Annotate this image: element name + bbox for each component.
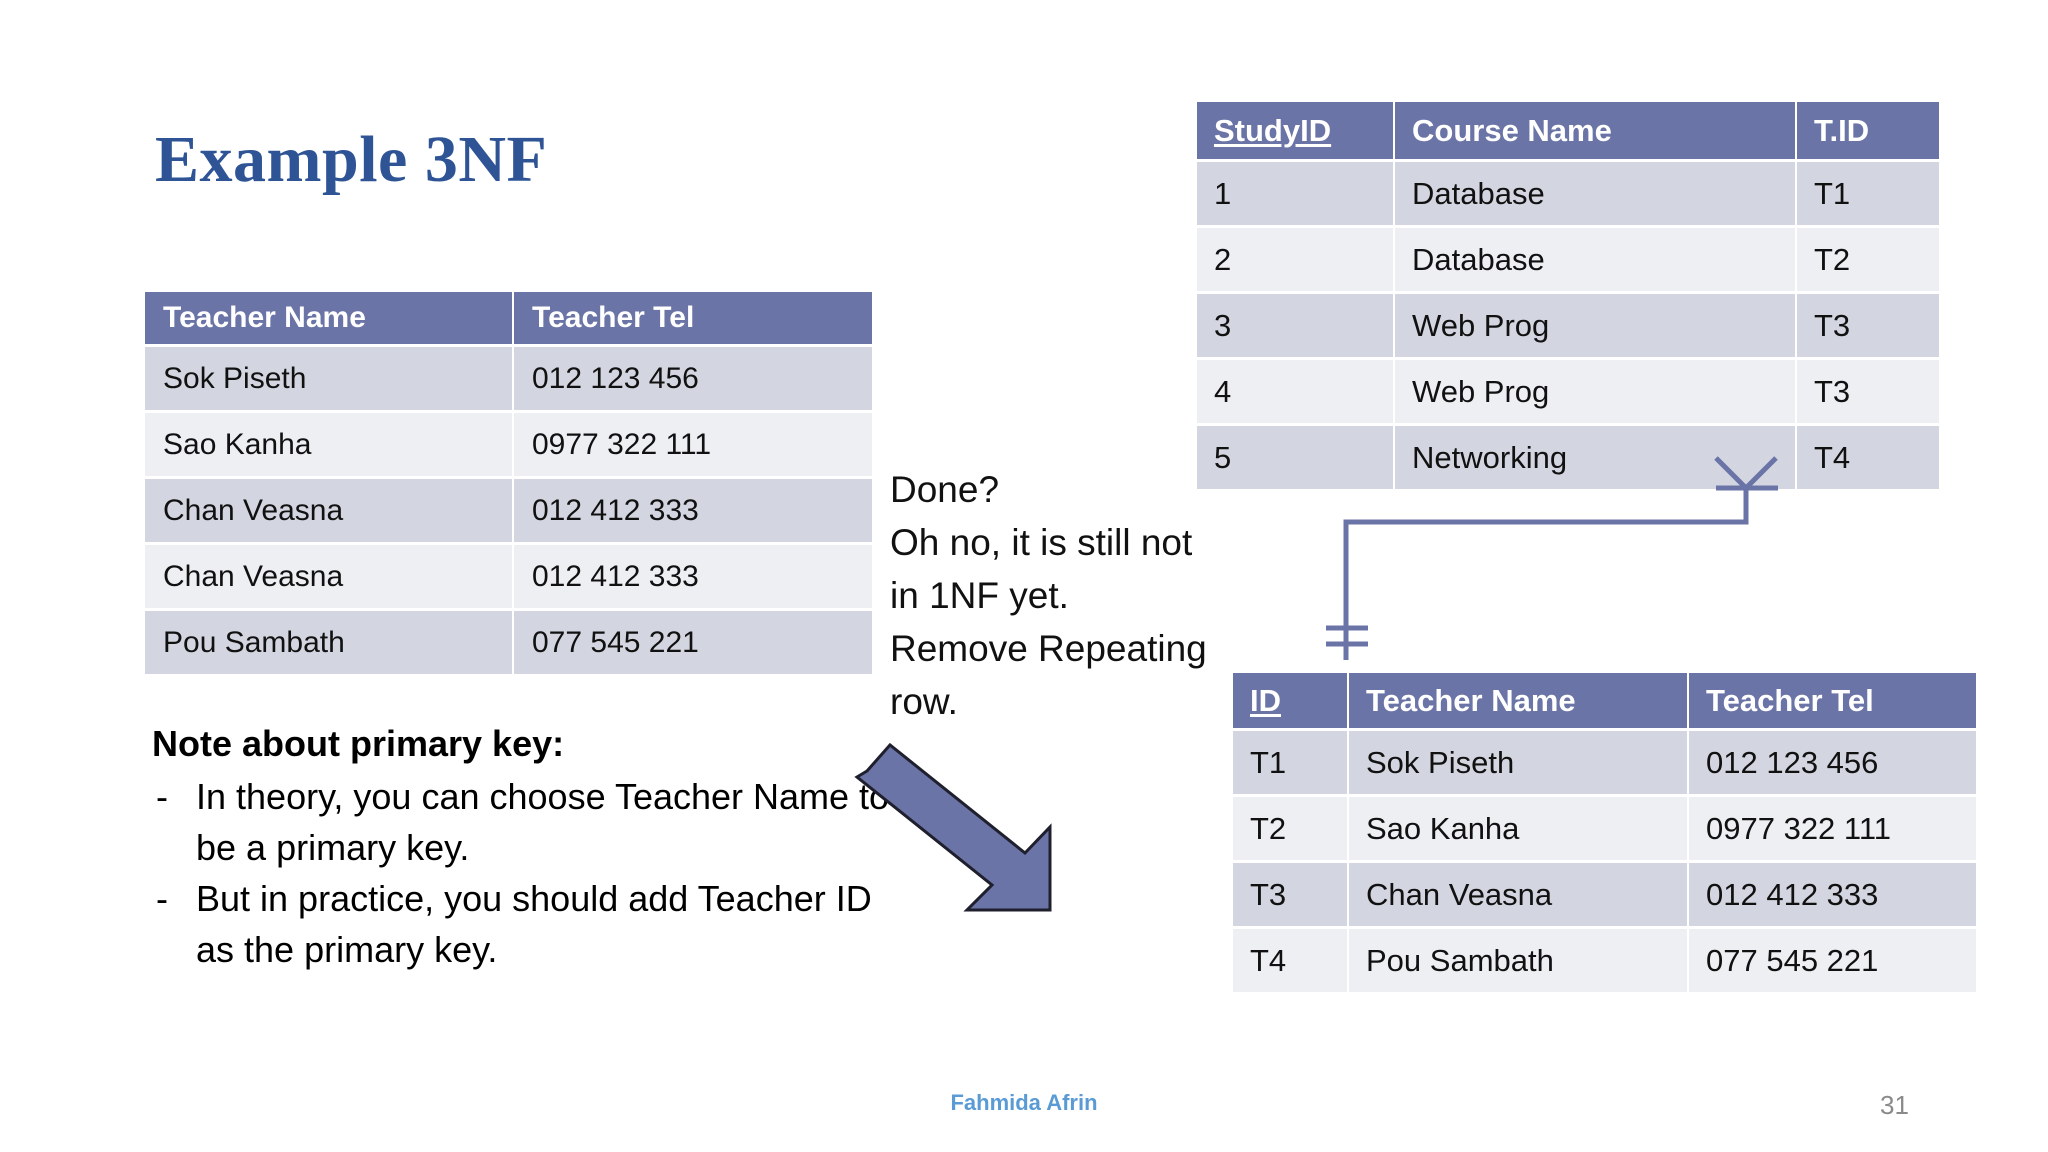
cell-course-name: Database bbox=[1394, 160, 1797, 228]
cell-teacher-name: Chan Veasna bbox=[1348, 861, 1689, 929]
cell-studyid: 3 bbox=[1197, 292, 1395, 360]
cell-course-name: Web Prog bbox=[1394, 358, 1797, 426]
column-header-course-name: Course Name bbox=[1394, 102, 1797, 162]
column-header-teacher-tel: Teacher Tel bbox=[513, 292, 872, 347]
primary-key-note: Note about primary key: - In theory, you… bbox=[152, 718, 912, 975]
table-header-row: ID Teacher Name Teacher Tel bbox=[1233, 673, 1976, 731]
table-row: 4 Web Prog T3 bbox=[1197, 358, 1939, 426]
cell-teacher-name: Sao Kanha bbox=[1348, 795, 1689, 863]
table-header-row: StudyID Course Name T.ID bbox=[1197, 102, 1939, 162]
cell-id: T4 bbox=[1233, 927, 1349, 995]
note-list: - In theory, you can choose Teacher Name… bbox=[152, 771, 912, 975]
study-table: StudyID Course Name T.ID 1 Database T1 2… bbox=[1197, 102, 1939, 492]
cell-studyid: 4 bbox=[1197, 358, 1395, 426]
list-item: - But in practice, you should add Teache… bbox=[152, 873, 912, 975]
table-row: T4 Pou Sambath 077 545 221 bbox=[1233, 927, 1976, 995]
cell-teacher-tel: 012 412 333 bbox=[1688, 861, 1976, 929]
table-row: Chan Veasna 012 412 333 bbox=[145, 543, 872, 611]
cell-id: T2 bbox=[1233, 795, 1349, 863]
down-right-arrow-icon bbox=[854, 742, 1052, 912]
table-row: Pou Sambath 077 545 221 bbox=[145, 609, 872, 677]
primary-key-label: StudyID bbox=[1214, 112, 1332, 148]
table-row: 2 Database T2 bbox=[1197, 226, 1939, 294]
list-item-text: But in practice, you should add Teacher … bbox=[196, 878, 872, 970]
list-item: - In theory, you can choose Teacher Name… bbox=[152, 771, 912, 873]
cell-teacher-name: Chan Veasna bbox=[145, 543, 514, 611]
table-row: T3 Chan Veasna 012 412 333 bbox=[1233, 861, 1976, 929]
table-row: Chan Veasna 012 412 333 bbox=[145, 477, 872, 545]
cell-teacher-name: Sao Kanha bbox=[145, 411, 514, 479]
cell-tid: T2 bbox=[1796, 226, 1939, 294]
crows-foot-relationship-icon bbox=[1326, 456, 1778, 660]
cell-tid: T1 bbox=[1796, 160, 1939, 228]
footer-author: Fahmida Afrin bbox=[950, 1090, 1098, 1115]
note-heading: Note about primary key: bbox=[152, 723, 565, 764]
commentary-line-2: Oh no, it is still not bbox=[890, 522, 1193, 563]
bullet-marker: - bbox=[156, 878, 168, 919]
cell-teacher-name: Chan Veasna bbox=[145, 477, 514, 545]
cell-teacher-tel: 012 123 456 bbox=[513, 345, 872, 413]
cell-studyid: 2 bbox=[1197, 226, 1395, 294]
cell-teacher-name: Pou Sambath bbox=[1348, 927, 1689, 995]
table-row: 1 Database T1 bbox=[1197, 160, 1939, 228]
cell-teacher-name: Sok Piseth bbox=[1348, 729, 1689, 797]
table-row: Sok Piseth 012 123 456 bbox=[145, 345, 872, 413]
cell-teacher-tel: 012 412 333 bbox=[513, 543, 872, 611]
cell-id: T1 bbox=[1233, 729, 1349, 797]
column-header-studyid: StudyID bbox=[1197, 102, 1395, 162]
cell-studyid: 1 bbox=[1197, 160, 1395, 228]
cell-tid: T3 bbox=[1796, 292, 1939, 360]
column-header-teacher-name: Teacher Name bbox=[145, 292, 514, 347]
cell-tid: T4 bbox=[1796, 424, 1939, 492]
commentary-line-5: row. bbox=[890, 681, 958, 722]
list-item-text: In theory, you can choose Teacher Name t… bbox=[196, 776, 890, 868]
table-header-row: Teacher Name Teacher Tel bbox=[145, 292, 872, 347]
table-row: Sao Kanha 0977 322 111 bbox=[145, 411, 872, 479]
column-header-id: ID bbox=[1233, 673, 1349, 731]
commentary-text: Done? Oh no, it is still not in 1NF yet.… bbox=[890, 463, 1290, 728]
teacher-normalized-table: ID Teacher Name Teacher Tel T1 Sok Piset… bbox=[1233, 673, 1976, 995]
cell-teacher-tel: 0977 322 111 bbox=[1688, 795, 1976, 863]
commentary-line-4: Remove Repeating bbox=[890, 628, 1207, 669]
cell-teacher-tel: 012 412 333 bbox=[513, 477, 872, 545]
cell-course-name: Networking bbox=[1394, 424, 1797, 492]
cell-teacher-tel: 0977 322 111 bbox=[513, 411, 872, 479]
cell-tid: T3 bbox=[1796, 358, 1939, 426]
cell-teacher-tel: 077 545 221 bbox=[1688, 927, 1976, 995]
cell-id: T3 bbox=[1233, 861, 1349, 929]
cell-teacher-name: Sok Piseth bbox=[145, 345, 514, 413]
cell-teacher-name: Pou Sambath bbox=[145, 609, 514, 677]
cell-teacher-tel: 012 123 456 bbox=[1688, 729, 1976, 797]
column-header-tid: T.ID bbox=[1796, 102, 1939, 162]
page-number: 31 bbox=[1880, 1090, 1909, 1120]
commentary-line-3: in 1NF yet. bbox=[890, 575, 1069, 616]
primary-key-label: ID bbox=[1250, 682, 1281, 718]
teacher-source-table: Teacher Name Teacher Tel Sok Piseth 012 … bbox=[145, 292, 872, 677]
table-row: 3 Web Prog T3 bbox=[1197, 292, 1939, 360]
page-title: Example 3NF bbox=[155, 123, 548, 196]
column-header-teacher-tel: Teacher Tel bbox=[1688, 673, 1976, 731]
cell-course-name: Web Prog bbox=[1394, 292, 1797, 360]
commentary-line-1: Done? bbox=[890, 469, 1000, 510]
table-row: 5 Networking T4 bbox=[1197, 424, 1939, 492]
column-header-teacher-name: Teacher Name bbox=[1348, 673, 1689, 731]
cell-studyid: 5 bbox=[1197, 424, 1395, 492]
table-row: T1 Sok Piseth 012 123 456 bbox=[1233, 729, 1976, 797]
cell-teacher-tel: 077 545 221 bbox=[513, 609, 872, 677]
cell-course-name: Database bbox=[1394, 226, 1797, 294]
table-row: T2 Sao Kanha 0977 322 111 bbox=[1233, 795, 1976, 863]
bullet-marker: - bbox=[156, 776, 168, 817]
